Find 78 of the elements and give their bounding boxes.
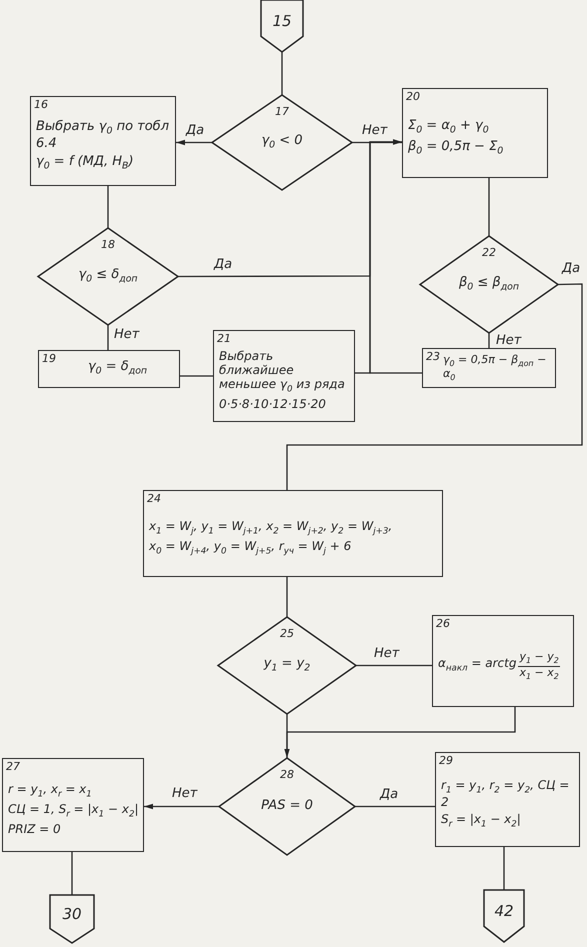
- step-number: 27: [6, 760, 20, 773]
- flow-line: [503, 847, 505, 890]
- edge-label: Да: [378, 788, 400, 802]
- step-number: 20: [406, 90, 420, 103]
- step-number: 17: [274, 105, 290, 118]
- flow-line: [286, 577, 288, 617]
- step-number: 25: [279, 627, 295, 640]
- flow-line: [107, 325, 109, 350]
- offpage-connector: [484, 890, 524, 942]
- decision-diamond: [38, 228, 178, 325]
- flow-line: [107, 186, 109, 228]
- edge-label: Да: [212, 258, 234, 272]
- arrow: [284, 707, 516, 758]
- fraction-numerator: y$_{1}$ − y$_{2}$: [518, 651, 560, 666]
- arrow: [369, 139, 422, 374]
- step-number: 29: [439, 754, 453, 767]
- block-text: γ$_{0}$ ≤ δ$_{доп}$: [78, 268, 138, 286]
- step-number: 21: [217, 332, 231, 345]
- block-text: γ$_{0}$ = δ$_{доп}$: [88, 360, 148, 378]
- block-text: x$_{1}$ = W$_{j}$, y$_{1}$ = W$_{j+1}$, x$_{2}$ = W$_{j+2}$, y$_{2}$ = W$_{j+3}$,: [149, 520, 392, 537]
- block-text: β$_{0}$ ≤ β$_{доп}$: [458, 276, 519, 294]
- offpage-connector: [50, 895, 94, 943]
- step-number: 18: [100, 238, 116, 251]
- flow-line: [286, 283, 583, 490]
- process-box: [143, 490, 443, 577]
- block-text: y$_{1}$ = y$_{2}$: [264, 656, 310, 674]
- decision-diamond: [218, 617, 356, 714]
- block-text: 0·5·8·10·12·15·20: [219, 398, 326, 412]
- flow-line: [71, 852, 73, 895]
- block-text: γ$_{0}$ < 0: [261, 134, 303, 152]
- process-box: [432, 615, 574, 707]
- block-text: Σ$_{0}$ = α$_{0}$ + γ$_{0}$: [408, 119, 489, 136]
- block-text: СЦ = 1, S$_{r}$ = |x$_{1}$ − x$_{2}$|: [8, 803, 138, 820]
- step-number: 16: [34, 98, 48, 111]
- block-text: γ$_{0}$ = 0,5π − β$_{доп}$ − α$_{0}$: [443, 354, 548, 382]
- flow-line: [488, 333, 490, 348]
- formula-text: α$_{накл}$ = arctg: [438, 657, 516, 675]
- decision-diamond: [212, 95, 352, 190]
- block-text: Выбрать ближайшее меньшее γ$_{0}$ из ряда: [219, 350, 346, 396]
- block-text: PRIZ = 0: [8, 823, 61, 838]
- arrow: [144, 804, 219, 810]
- flow-line: [352, 142, 402, 144]
- block-text: r$_{1}$ = y$_{1}$, r$_{2}$ = y$_{2}$, СЦ = 2: [441, 778, 570, 810]
- offpage-connector: [261, 0, 303, 52]
- flow-line: [488, 178, 490, 236]
- step-number: 22: [481, 246, 497, 259]
- connector-number: 15: [272, 12, 292, 30]
- step-number: 24: [147, 492, 161, 505]
- process-box: [422, 348, 556, 388]
- decision-diamond: [219, 758, 355, 855]
- edge-label: Да: [560, 262, 582, 276]
- arrow: [176, 140, 212, 146]
- process-box: [30, 96, 176, 186]
- flow-line: [180, 375, 213, 377]
- connector-number: 42: [494, 902, 514, 920]
- process-box: [435, 752, 580, 847]
- flow-line: [355, 806, 435, 808]
- block-text: r = y$_{1}$, x$_{r}$ = x$_{1}$: [8, 782, 92, 800]
- block-text: β$_{0}$ = 0,5π − Σ$_{0}$: [408, 140, 504, 157]
- step-number: 23: [426, 350, 440, 363]
- process-box: [2, 758, 144, 852]
- block-text: x$_{0}$ = W$_{j+4}$, y$_{0}$ = W$_{j+5}$, r$_{уч}$ = W$_{j}$ + 6: [149, 540, 352, 558]
- flow-line: [281, 52, 283, 95]
- process-box: [402, 88, 548, 178]
- edge-label: Да: [184, 124, 206, 138]
- decision-diamond: [420, 236, 558, 333]
- block-text: γ$_{0}$ = f (МД, Н$_{В}$): [36, 154, 134, 172]
- block-text: PAS = 0: [261, 799, 313, 814]
- connector-number: 30: [62, 905, 82, 923]
- flow-line: [286, 714, 288, 758]
- step-number: 26: [436, 617, 450, 630]
- process-box: [213, 330, 355, 422]
- block-text: S$_{r}$ = |x$_{1}$ − x$_{2}$|: [441, 812, 521, 830]
- fraction-denominator: x$_{1}$ − x$_{2}$: [518, 666, 560, 681]
- step-number: 28: [279, 768, 295, 781]
- flow-line: [356, 664, 432, 666]
- process-box: [38, 350, 180, 388]
- step-number: 19: [42, 352, 56, 365]
